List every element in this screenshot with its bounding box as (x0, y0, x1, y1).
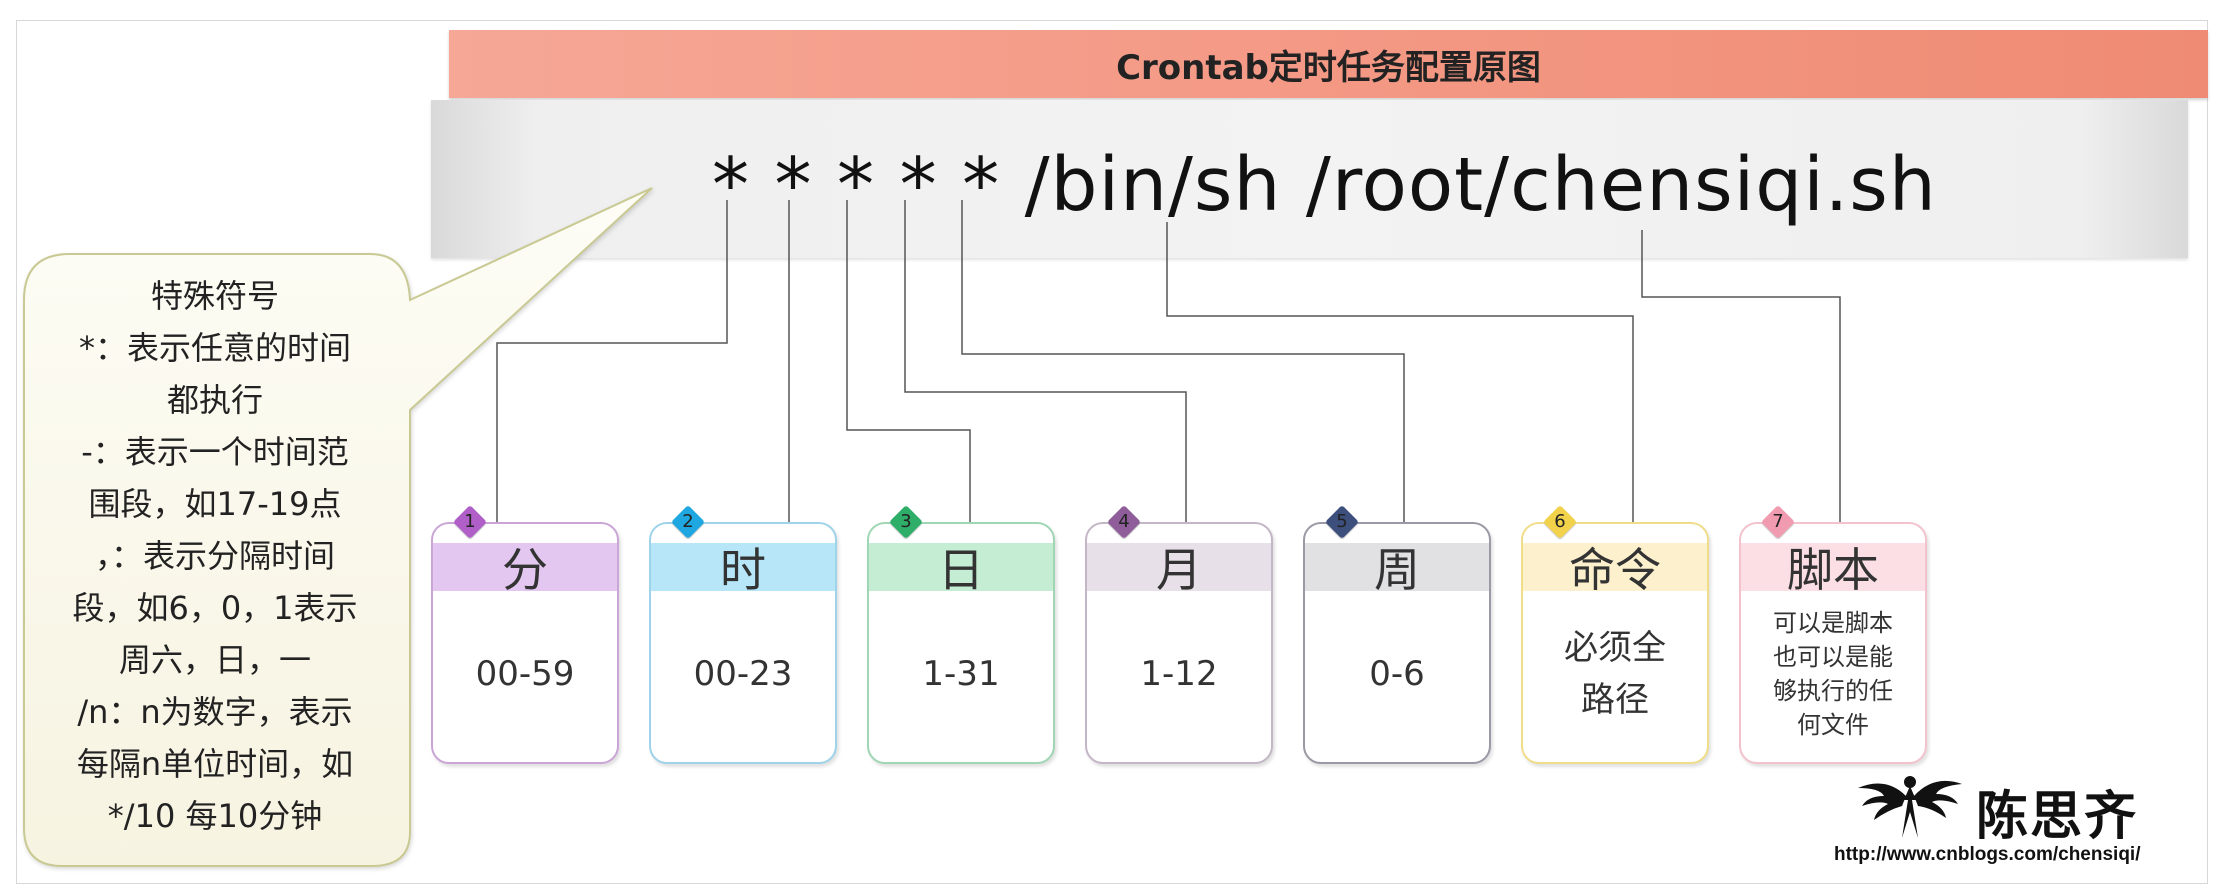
author-name: 陈思齐 (1976, 787, 2139, 847)
field-number: 3 (900, 511, 912, 532)
callout-line: 都执行 (166, 381, 263, 419)
field-number-badge: 1 (453, 505, 487, 539)
field-card: 时 00-23 2 (649, 505, 837, 764)
field-number: 2 (682, 511, 694, 532)
field-card: 分 00-59 1 (431, 505, 619, 764)
callout-line: -：表示一个时间范 (81, 433, 349, 471)
field-range-line: 必须全 (1564, 628, 1666, 668)
field-number: 6 (1554, 511, 1566, 532)
field-label: 时 (651, 543, 835, 597)
field-number: 1 (464, 511, 476, 532)
field-card: 脚本可以是脚本也可以是能够执行的任何文件 7 (1739, 505, 1927, 764)
callout-line: 特殊符号 (150, 277, 279, 315)
field-number-badge: 4 (1107, 505, 1141, 539)
callout-line: 每隔n单位时间，如 (76, 745, 354, 783)
field-number: 4 (1118, 511, 1130, 532)
diagram-title: Crontab定时任务配置原图 (449, 30, 2208, 98)
field-number: 7 (1772, 511, 1784, 532)
field-number-badge: 2 (671, 505, 705, 539)
callout-line: */10 每10分钟 (107, 797, 323, 835)
field-label: 周 (1305, 543, 1489, 597)
field-card: 周 0-6 5 (1303, 505, 1491, 764)
winged-figure-icon (1858, 776, 1962, 838)
callout-line: /n：n为数字，表示 (77, 693, 353, 731)
field-card: 日 1-31 3 (867, 505, 1055, 764)
field-range: 00-23 (693, 654, 793, 694)
field-card: 月 1-12 4 (1085, 505, 1273, 764)
field-range: 必须全路径 (1523, 624, 1707, 724)
field-label: 日 (869, 543, 1053, 597)
field-range: 可以是脚本也可以是能够执行的任何文件 (1741, 609, 1925, 739)
field-number-badge: 3 (889, 505, 923, 539)
field-range: 1-31 (922, 654, 1000, 694)
callout-line: 围段，如17-19点 (88, 485, 342, 523)
field-range-line: 也可以是能 (1773, 643, 1893, 671)
field-label: 脚本 (1741, 543, 1925, 597)
field-range-line: 路径 (1581, 680, 1649, 720)
field-range-line: 够执行的任 (1773, 677, 1893, 705)
diagram-frame (16, 20, 2208, 884)
field-range: 00-59 (475, 654, 575, 694)
callout-line: 段，如6，0，1表示 (72, 589, 358, 627)
field-card: 命令必须全路径 6 (1521, 505, 1709, 764)
field-range: 1-12 (1140, 654, 1218, 694)
field-label: 月 (1087, 543, 1271, 597)
field-number-badge: 5 (1325, 505, 1359, 539)
callout-line: 周六，日，一 (118, 641, 311, 679)
field-label: 命令 (1523, 543, 1707, 597)
field-number-badge: 6 (1543, 505, 1577, 539)
callout-line: ，：表示分隔时间 (94, 537, 335, 575)
field-number-badge: 7 (1761, 505, 1795, 539)
author-url: http://www.cnblogs.com/chensiqi/ (1834, 844, 2141, 865)
field-range-line: 可以是脚本 (1773, 609, 1893, 637)
field-range-line: 何文件 (1797, 711, 1869, 739)
special-symbols-text: 特殊符号 *：表示任意的时间都执行 -：表示一个时间范围段，如17-19点 ，：表示分… (40, 270, 390, 842)
field-range: 0-6 (1369, 654, 1425, 694)
field-label: 分 (433, 543, 617, 597)
callout-line: *：表示任意的时间 (78, 329, 351, 367)
field-number: 5 (1336, 511, 1348, 532)
